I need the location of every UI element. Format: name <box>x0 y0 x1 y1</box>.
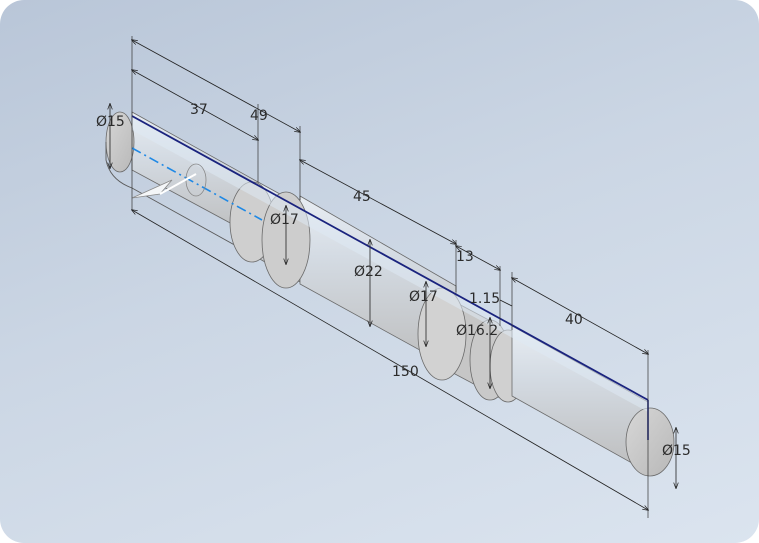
dim-length-13[interactable]: 13 <box>456 249 474 265</box>
dimension-labels: Ø15 37 49 Ø17 45 Ø22 13 Ø17 1.15 Ø16.2 4… <box>96 102 691 459</box>
view-cone-icon[interactable] <box>131 179 173 199</box>
shaft-body <box>105 111 675 477</box>
top-edge-line[interactable] <box>131 115 649 401</box>
dim-left-end-diameter[interactable]: Ø15 <box>96 114 125 130</box>
dim-length-49[interactable]: 49 <box>250 108 268 124</box>
dim-overall-150[interactable]: 150 <box>392 364 419 380</box>
dimension-lines <box>110 40 676 510</box>
dim-step1-diameter[interactable]: Ø17 <box>270 212 299 228</box>
right-end-face <box>625 407 675 477</box>
centerline <box>131 147 263 221</box>
dim-groove-diameter[interactable]: Ø16.2 <box>456 323 498 339</box>
dim-length-1-15[interactable]: 1.15 <box>469 291 500 307</box>
dim-main-diameter[interactable]: Ø22 <box>354 264 383 280</box>
dim-length-40[interactable]: 40 <box>565 312 583 328</box>
dim-step2-diameter[interactable]: Ø17 <box>409 289 438 305</box>
dim-right-end-diameter[interactable]: Ø15 <box>662 443 691 459</box>
dim-length-45[interactable]: 45 <box>353 189 371 205</box>
dim-length-37[interactable]: 37 <box>190 102 208 118</box>
